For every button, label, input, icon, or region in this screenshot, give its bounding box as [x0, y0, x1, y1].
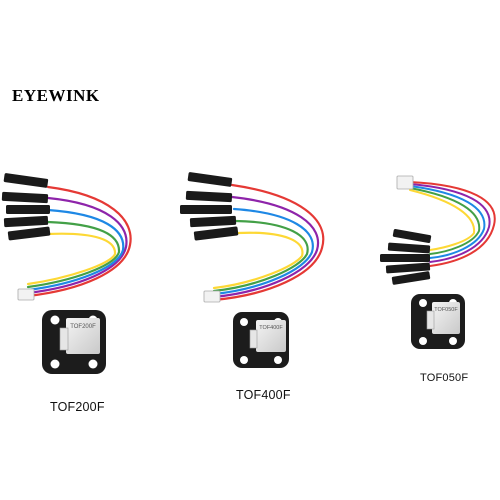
product-caption-tof400f: TOF400F	[236, 388, 291, 402]
board-connector	[426, 310, 435, 330]
mount-hole	[50, 359, 60, 369]
product-caption-tof200f: TOF200F	[50, 400, 105, 414]
sensor-board-3: TOF050F	[411, 294, 465, 349]
mount-hole	[88, 359, 98, 369]
dupont-connector	[380, 254, 430, 262]
mount-hole	[419, 299, 427, 307]
product-caption-tof050f: TOF050F	[420, 372, 469, 384]
board-label: TOF200F	[70, 324, 96, 330]
dupont-connector	[7, 226, 51, 241]
dupont-connector	[385, 262, 431, 274]
mount-hole	[419, 337, 427, 345]
sensor-module	[256, 320, 286, 352]
jst-connector	[203, 290, 221, 303]
dupont-connector	[392, 228, 432, 244]
board-label: TOF050F	[434, 307, 458, 313]
sensor-board-2: TOF400F	[233, 312, 289, 368]
sensor-module	[432, 302, 460, 334]
dupont-connector	[3, 173, 49, 188]
sensor-board-1: TOF200F	[42, 310, 106, 374]
dupont-connector	[187, 172, 233, 187]
board-connector	[249, 329, 258, 349]
cable-assembly-1	[1, 173, 132, 301]
dupont-connector	[189, 215, 237, 228]
board-connector	[59, 327, 69, 351]
cable-assembly-3	[380, 175, 496, 285]
dupont-connector	[180, 205, 232, 214]
dupont-connector	[3, 215, 49, 228]
mount-hole	[50, 315, 60, 325]
jst-connector	[17, 288, 35, 301]
cable-assembly-2	[180, 172, 325, 303]
mount-hole	[274, 356, 282, 364]
mount-hole	[240, 318, 248, 326]
dupont-connector	[391, 271, 431, 285]
dupont-connector	[1, 191, 49, 204]
mount-hole	[240, 356, 248, 364]
jst-connector	[396, 175, 414, 190]
dupont-connector	[387, 242, 431, 254]
mount-hole	[449, 337, 457, 345]
dupont-connector	[193, 226, 239, 241]
board-label: TOF400F	[259, 325, 283, 331]
dupont-connector	[185, 190, 233, 203]
brand-logo-text: EYEWINK	[12, 86, 100, 105]
sensor-module	[66, 318, 100, 354]
dupont-connector	[6, 205, 50, 214]
